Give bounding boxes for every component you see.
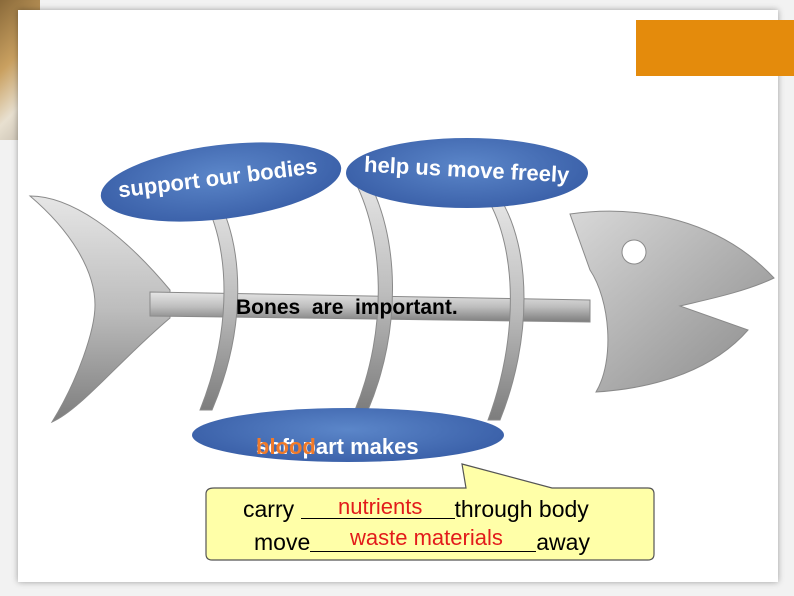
callout-line-1: carry through body — [243, 496, 589, 523]
callout-box — [205, 463, 655, 561]
callout-line-1-suffix: through body — [454, 496, 589, 522]
fish-rib-2 — [351, 175, 393, 411]
fish-eye — [621, 239, 647, 265]
fish-spine — [149, 291, 591, 323]
center-label: Bones are important. — [236, 296, 458, 319]
fish-rib-1 — [199, 191, 239, 411]
answer-nutrients: nutrients — [338, 494, 423, 519]
blank-2 — [310, 531, 537, 552]
bubble-move: help us move freely — [346, 138, 588, 208]
bubble-soft-prefix: soft part makes — [256, 434, 419, 459]
callout-line-1-prefix: carry — [243, 496, 301, 522]
bubble-soft-part: soft part makes blood — [192, 408, 504, 462]
bubble-move-text: help us move freely — [363, 151, 570, 188]
fish-tail — [28, 195, 171, 424]
callout-line-2-prefix: move — [254, 529, 311, 555]
callout-line-2-suffix: away — [536, 529, 590, 555]
answer-waste-materials: waste materials — [350, 525, 503, 550]
bubble-soft-highlight: blood — [256, 434, 316, 459]
fish-rib-3 — [486, 197, 525, 421]
accent-bar — [636, 20, 794, 76]
fish-head — [569, 210, 775, 393]
blank-1 — [300, 498, 455, 519]
callout-line-2: move away — [254, 529, 590, 556]
